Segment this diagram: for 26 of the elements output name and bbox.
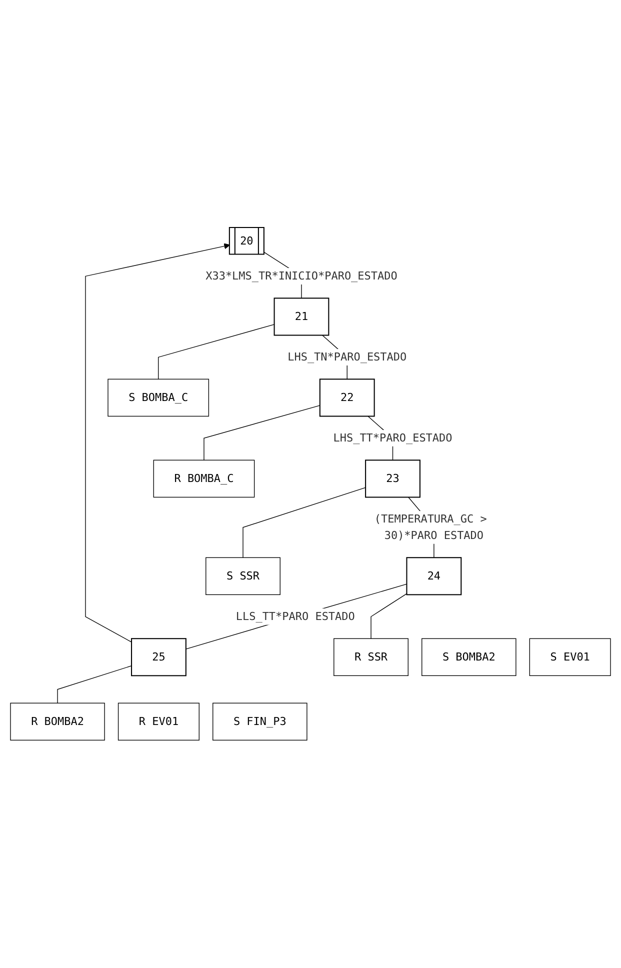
node-box: R BOMBA2 — [10, 702, 105, 741]
node-box: 21 — [274, 298, 330, 336]
node-box: 24 — [406, 557, 462, 596]
connector — [158, 324, 275, 380]
node-box: 23 — [365, 460, 420, 498]
node-box: S EV01 — [529, 638, 611, 676]
node-box: R BOMBA_C — [153, 460, 255, 498]
edge-label: LHS_TT*PARO_ESTADO — [333, 431, 452, 445]
edge-label: LLS_TT*PARO ESTADO — [236, 610, 355, 623]
node-box: S BOMBA_C — [108, 378, 210, 417]
node-box: 22 — [319, 378, 375, 417]
edge-label: (TEMPERATURA_GC > 30)*PARO ESTADO — [374, 512, 487, 542]
node-box: S BOMBA2 — [422, 638, 516, 676]
node-box: S FIN_P3 — [212, 702, 308, 741]
connector — [204, 405, 320, 461]
edge-label: LHS_TN*PARO_ESTADO — [288, 350, 407, 364]
connector — [242, 487, 366, 558]
connector — [186, 584, 408, 650]
node-box: R EV01 — [118, 702, 200, 741]
connector — [370, 593, 408, 640]
edge-label: X33*LMS_TR*INICIO*PARO_ESTADO — [206, 270, 398, 283]
node-box: 25 — [131, 638, 186, 676]
node-box: S SSR — [206, 557, 280, 596]
arrow — [85, 243, 230, 643]
node-box: R SSR — [334, 638, 408, 676]
connector — [57, 666, 132, 704]
